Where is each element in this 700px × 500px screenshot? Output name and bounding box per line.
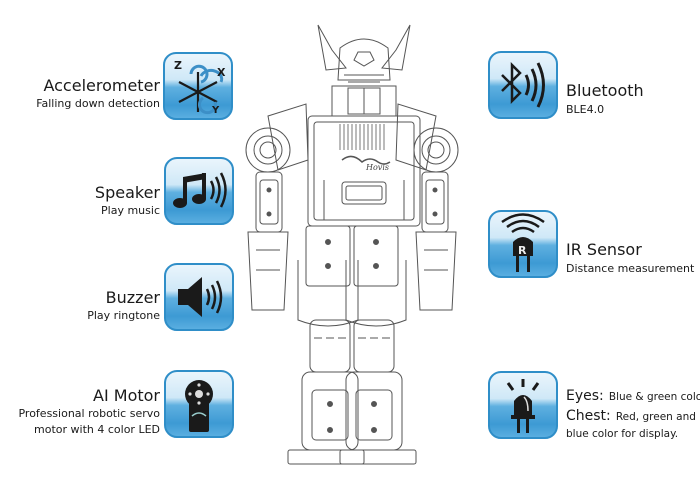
- feature-speaker: Speaker Play music: [0, 158, 160, 228]
- robot-left-leg: [287, 225, 365, 465]
- chest-label: Chest:: [566, 408, 611, 424]
- robot-right-arm: [395, 103, 459, 311]
- chest-description: Chest: Red, green and: [566, 405, 696, 424]
- axis-z-label: Z: [174, 59, 182, 72]
- feature-bluetooth: Bluetooth BLE4.0: [566, 51, 700, 121]
- feature-subtitle: Distance measurement: [566, 262, 695, 275]
- axis-y-label: Y: [211, 105, 220, 116]
- axis-x-label: X: [217, 66, 226, 79]
- robot-head: [317, 24, 411, 117]
- robot-right-leg: [339, 225, 417, 465]
- eyes-label: Eyes:: [566, 388, 604, 404]
- feature-subtitle: Play music: [101, 204, 160, 217]
- speaker-volume-icon: [164, 263, 234, 331]
- feature-subtitle: BLE4.0: [566, 103, 605, 116]
- feature-title: Accelerometer: [43, 76, 160, 95]
- bluetooth-icon: [488, 51, 558, 119]
- feature-buzzer: Buzzer Play ringtone: [0, 263, 160, 333]
- accelerometer-icon: Z X Y: [163, 52, 233, 120]
- feature-subtitle-line1: Professional robotic servo: [18, 407, 160, 420]
- chest-text-line2: blue color for display.: [566, 428, 679, 440]
- feature-subtitle: Play ringtone: [87, 309, 160, 322]
- led-icon: [488, 371, 558, 439]
- eyes-description: Eyes: Blue & green color: [566, 385, 700, 404]
- feature-accelerometer: Accelerometer Falling down detection: [0, 52, 160, 122]
- feature-title: Buzzer: [105, 288, 160, 307]
- feature-title: IR Sensor: [566, 240, 642, 259]
- chest-text-line1: Red, green and: [615, 411, 696, 423]
- ir-letter: R: [518, 244, 527, 257]
- chest-description-line2: blue color for display.: [566, 422, 678, 441]
- robot-torso: Hovis: [307, 115, 421, 227]
- servo-motor-icon: [164, 370, 234, 438]
- feature-title: Bluetooth: [566, 81, 644, 100]
- ir-sensor-icon: R: [488, 210, 558, 278]
- feature-ai-motor: AI Motor Professional robotic servo moto…: [0, 370, 160, 440]
- robot-illustration: Hovis: [228, 20, 476, 480]
- eyes-text: Blue & green color: [608, 391, 700, 403]
- chest-logo: Hovis: [365, 163, 389, 172]
- feature-title: AI Motor: [93, 386, 160, 405]
- music-note-icon: [164, 157, 234, 225]
- feature-led: Eyes: Blue & green color Chest: Red, gre…: [566, 371, 700, 441]
- feature-subtitle: Falling down detection: [36, 97, 160, 110]
- robot-left-arm: [245, 103, 309, 311]
- feature-title: Speaker: [94, 183, 160, 202]
- feature-ir-sensor: IR Sensor Distance measurement: [566, 210, 700, 280]
- feature-subtitle-line2: motor with 4 color LED: [34, 423, 160, 436]
